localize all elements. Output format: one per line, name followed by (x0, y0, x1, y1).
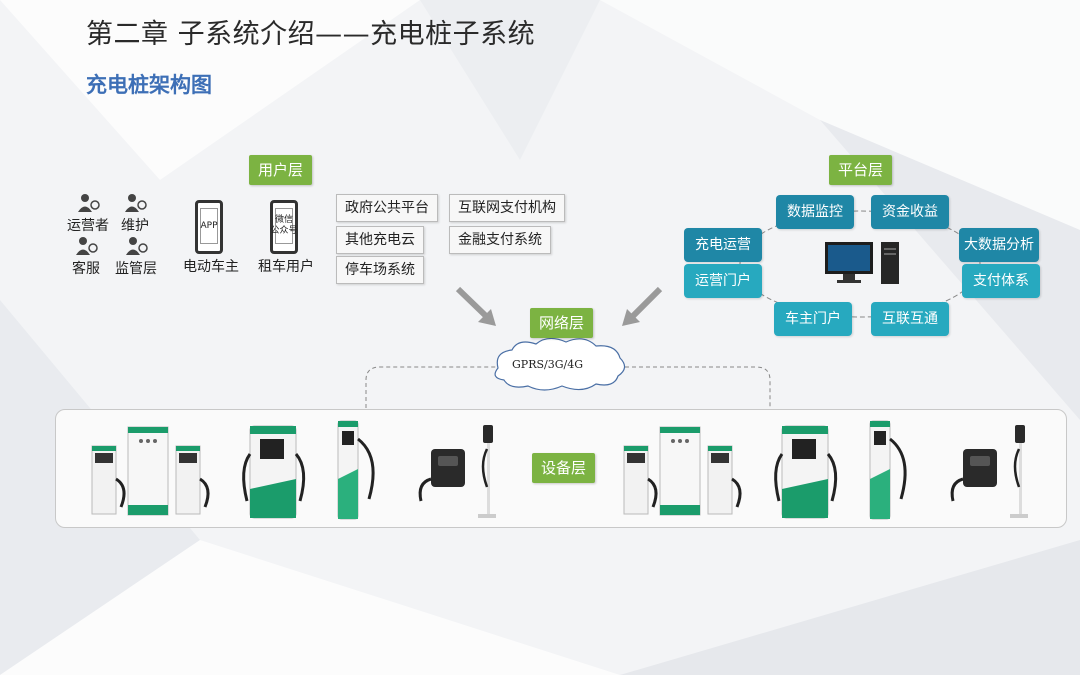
platform-box: 金融支付系统 (449, 226, 551, 254)
role-label: 监管层 (115, 261, 157, 277)
platform-box: 停车场系统 (336, 256, 424, 284)
platform-layer-tag: 平台层 (829, 155, 893, 185)
network-cloud-label: GPRS/3G/4G (512, 358, 583, 371)
role-label: 客服 (72, 261, 100, 277)
role-label: 维护 (121, 218, 149, 234)
diagram-subtitle: 充电桩架构图 (86, 73, 212, 97)
person-gear-icon (125, 194, 147, 212)
role-operator: 运营者 (59, 193, 117, 235)
network-layer-tag: 网络层 (530, 308, 594, 338)
person-gear-icon (76, 237, 98, 255)
platform-data-monitor: 数据监控 (776, 195, 854, 229)
user-layer-tag: 用户层 (249, 155, 313, 185)
platform-interconnect: 互联互通 (871, 302, 949, 336)
platform-box: 其他充电云 (336, 226, 424, 254)
computer-icon (825, 242, 899, 284)
phone-wechat-icon: 微信 公众号 (270, 200, 298, 254)
platform-charging-ops: 充电运营 (684, 228, 762, 262)
phone-label-rental-user: 租车用户 (258, 259, 314, 275)
platform-big-data: 大数据分析 (959, 228, 1039, 262)
platform-ops-portal: 运营门户 (684, 264, 762, 298)
person-gear-icon (126, 237, 148, 255)
phone-app-icon: APP (195, 200, 223, 254)
role-maintenance: 维护 (106, 193, 164, 235)
platform-owner-portal: 车主门户 (774, 302, 852, 336)
platform-box: 互联网支付机构 (449, 194, 565, 222)
page-title: 第二章 子系统介绍——充电桩子系统 (86, 19, 536, 50)
phone-screen-label: APP (200, 208, 218, 244)
platform-fund-revenue: 资金收益 (871, 195, 949, 229)
person-gear-icon (78, 194, 100, 212)
platform-box: 政府公共平台 (336, 194, 438, 222)
device-layer-tag: 设备层 (532, 453, 596, 483)
role-regulator: 监管层 (107, 236, 165, 278)
role-label: 运营者 (67, 218, 109, 234)
phone-label-ev-owner: 电动车主 (183, 259, 239, 275)
platform-payment: 支付体系 (962, 264, 1040, 298)
role-customer-service: 客服 (57, 236, 115, 278)
phone-screen-label: 微信 公众号 (271, 208, 298, 244)
